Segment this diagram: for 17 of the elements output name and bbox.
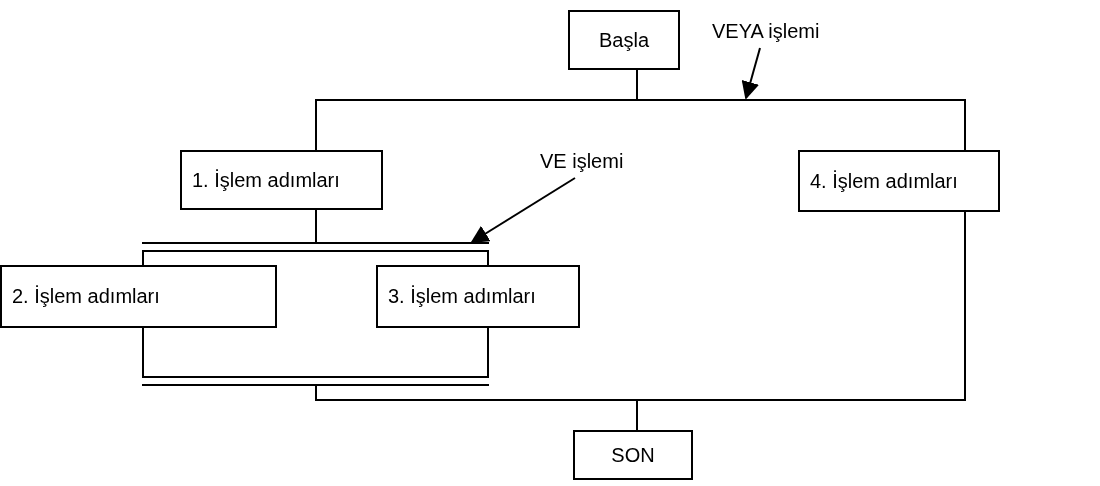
connector-line [487, 251, 489, 266]
step-box: Başla [568, 10, 680, 70]
parallel-branch-bar [142, 376, 489, 386]
step-box: 1. İşlem adımları [180, 150, 383, 210]
step-box: SON [573, 430, 693, 480]
connector-line [487, 327, 489, 377]
connector-line [315, 209, 317, 243]
step-box: 2. İşlem adımları [0, 265, 277, 328]
step-box: 4. İşlem adımları [798, 150, 1000, 212]
annotation-text: VEYA işlemi [712, 16, 882, 46]
parallel-branch-bar [142, 242, 489, 252]
annotation-text: VE işlemi [540, 146, 660, 176]
step-box: 3. İşlem adımları [376, 265, 580, 328]
connector-line [142, 251, 144, 266]
leader-arrow [741, 47, 761, 100]
connector-line [142, 327, 144, 377]
leader-arrow [470, 177, 576, 243]
